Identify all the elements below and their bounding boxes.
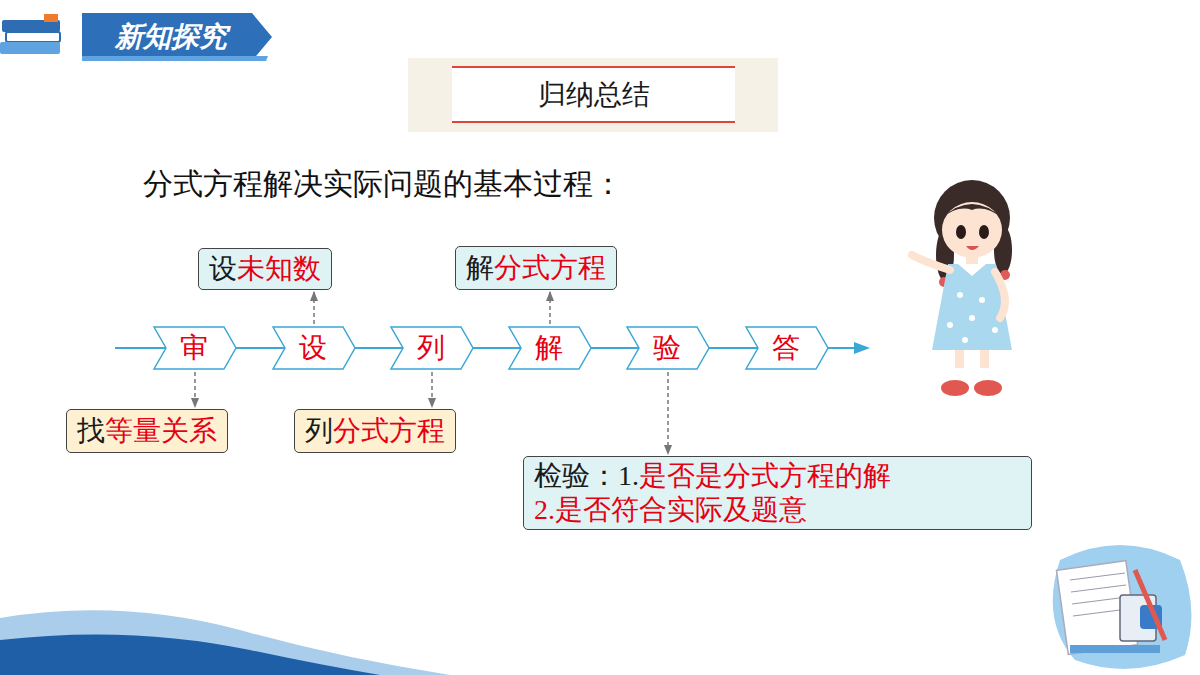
flow-line [826,347,858,349]
node-text: 答 [772,329,800,367]
book [6,32,60,42]
banner-accent [82,56,268,61]
dress [932,264,1012,350]
flow-connector [473,347,521,349]
diagram-title: 分式方程解决实际问题的基本过程： [143,162,623,206]
step-chevron: 设 [272,326,356,370]
chevron-path [746,327,828,369]
fringe [942,204,1002,218]
book [0,42,60,54]
node-text: 分式方程 [494,249,606,287]
node-text: 解 [535,329,563,367]
node-text: 未知数 [237,250,321,288]
collar [958,264,986,276]
note-box: 找等量关系 [66,409,228,453]
dashed-arrow [313,292,315,324]
eye [979,225,989,239]
banner-path [82,13,272,61]
wave [0,634,380,675]
flow-connector [591,347,639,349]
flow-connector [709,347,758,349]
node-text: 验 [653,329,681,367]
flow-connector [236,347,285,349]
check-box: 检验：1.是否是分式方程的解2.是否符合实际及题意 [523,456,1032,530]
note-box: 解分式方程 [455,246,617,290]
chevron-path [627,327,709,369]
node-text: 找 [77,412,105,450]
node-text: 列 [305,412,333,450]
sock [954,368,965,382]
node-text: 设 [209,250,237,288]
node-text: 是否是分式方程的解 [639,460,891,491]
dashed-arrow [549,292,551,324]
step-chevron: 列 [390,326,474,370]
girl-illustration [912,180,1012,396]
chevron-path [273,327,355,369]
leg [955,350,964,382]
node-text: 等量关系 [105,412,217,450]
dashed-arrow [667,372,669,454]
ruler [1070,645,1160,653]
leg [980,350,989,382]
face [942,202,1002,258]
node-text: 分式方程 [333,412,445,450]
dashed-arrow [431,372,433,407]
note-box: 列分式方程 [294,409,456,453]
pencil [1135,570,1165,640]
step-chevron: 答 [745,326,829,370]
eye [956,225,966,239]
node-text: 列 [417,329,445,367]
chevron-path [509,327,591,369]
shoe [941,380,969,396]
node-text: 检验：1. [534,460,639,491]
step-chevron: 验 [626,326,710,370]
shoe [974,380,1002,396]
wave [0,610,450,675]
summary-backdrop [408,58,778,132]
node-text: 2.是否符合实际及题意 [534,493,1021,527]
step-chevron: 审 [153,326,237,370]
arm [912,255,950,270]
sock [979,368,990,382]
section-banner: 新知探究 [82,13,272,61]
blob [1053,545,1192,669]
arm [995,272,1005,318]
node-text: 归纳总结 [538,76,650,114]
books-icon [0,14,60,54]
summary-heading: 归纳总结 [452,66,735,123]
flow-line [115,347,165,349]
node-text: 设 [299,329,327,367]
math-illustration [1053,545,1192,669]
node-text: 审 [180,329,208,367]
dashed-arrow [194,372,196,407]
note-box: 设未知数 [198,248,332,290]
mouth [966,246,979,250]
flow-connector [355,347,403,349]
dress-dots [947,292,998,343]
bookmark [44,14,58,22]
node-text: 解 [466,249,494,287]
chevron-path [154,327,236,369]
chevron-path [391,327,473,369]
flow-arrowhead [854,342,870,354]
node-text: 新知探究 [115,18,227,56]
step-chevron: 解 [508,326,592,370]
